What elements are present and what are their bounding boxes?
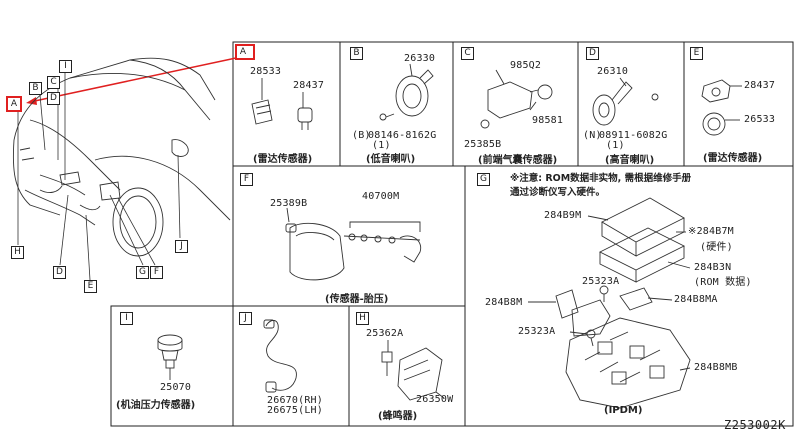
cell-e-drawing (701, 79, 742, 136)
cell-c-id: C (461, 47, 474, 60)
part-26533[interactable]: 26533 (744, 114, 776, 125)
cell-f-caption: (传感器-胎压) (325, 294, 389, 305)
cell-b-drawing (379, 63, 434, 121)
cell-b-qty: (1) (372, 140, 391, 151)
diagram-code: Z253002K (724, 418, 786, 432)
cell-g-frame (464, 165, 794, 427)
part-284B3N[interactable]: 284B3N (694, 262, 732, 273)
cell-d-qty: (1) (606, 140, 625, 151)
part-08911-6082G[interactable]: 08911-6082G (599, 130, 668, 141)
cell-d-drawing (592, 77, 659, 126)
cell-a-drawing (251, 78, 313, 130)
highlight-arrow (29, 57, 237, 103)
part-26350W[interactable]: 26350W (416, 394, 454, 405)
overview-label-g[interactable]: G (136, 266, 149, 279)
cell-i-id: I (120, 312, 133, 325)
overview-label-h[interactable]: H (11, 246, 24, 259)
cell-g-caption: (IPDM) (604, 405, 643, 416)
rom-note-line1: ※注意: ROM数据非实物, 需根据维修手册 (510, 173, 692, 184)
overview-label-a[interactable]: A (6, 96, 22, 112)
bolt-mark-b: (B) (352, 130, 371, 141)
part-284B8MB[interactable]: 284B8MB (694, 362, 738, 373)
cell-e-caption: (雷达传感器) (703, 153, 763, 164)
part-28437-e[interactable]: 28437 (744, 80, 776, 91)
cell-d-id: D (586, 47, 599, 60)
part-25389B[interactable]: 25389B (270, 198, 308, 209)
part-25070[interactable]: 25070 (160, 382, 192, 393)
part-26670-rh[interactable]: 26670(RH) (267, 395, 323, 406)
cell-h-id: H (356, 312, 369, 325)
cell-f-id: F (240, 173, 253, 186)
part-25385B[interactable]: 25385B (464, 139, 502, 150)
cell-g-drawing (528, 197, 691, 409)
overview-label-b[interactable]: B (29, 82, 42, 95)
overview-label-j[interactable]: J (175, 240, 188, 253)
rom-note-line2: 通过诊断仪写入硬件。 (510, 187, 606, 198)
cell-h-frame (348, 305, 466, 427)
part-25323A-top[interactable]: 25323A (582, 276, 620, 287)
part-40700M[interactable]: 40700M (362, 191, 400, 202)
cell-b-caption: (低音喇叭) (366, 154, 416, 165)
overview-label-c[interactable]: C (47, 76, 60, 89)
overview-label-d[interactable]: D (53, 266, 66, 279)
cell-c-drawing (480, 69, 553, 129)
part-26310[interactable]: 26310 (597, 66, 629, 77)
cell-a-caption: (雷达传感器) (253, 154, 313, 165)
part-26675-lh[interactable]: 26675(LH) (267, 405, 323, 416)
cell-a-id: A (239, 47, 247, 57)
cell-h-drawing (381, 340, 445, 401)
part-284B9M[interactable]: 284B9M (544, 210, 582, 221)
cell-g-id: G (477, 173, 490, 186)
cell-j-id: J (239, 312, 252, 325)
cell-i-drawing (157, 334, 183, 380)
vehicle-overview-sketch (12, 57, 231, 257)
part-28533[interactable]: 28533 (250, 66, 282, 77)
bolt-mark-n: (N) (583, 130, 602, 141)
part-284B8M[interactable]: 284B8M (485, 297, 523, 308)
cell-d-caption: (高音喇叭) (605, 155, 655, 166)
cell-h-caption: (蜂鸣器) (378, 411, 418, 422)
overview-label-i-top[interactable]: I (59, 60, 72, 73)
part-25323A-bottom[interactable]: 25323A (518, 326, 556, 337)
part-284B3N-desc: (ROM 数据) (694, 277, 752, 288)
cell-e-id: E (690, 47, 703, 60)
part-08146-8162G[interactable]: 08146-8162G (368, 130, 437, 141)
cell-c-caption: (前端气囊传感器) (478, 155, 558, 166)
part-284B7M-desc: (硬件) (700, 242, 733, 253)
cell-j-drawing (263, 319, 297, 393)
part-98581[interactable]: 98581 (532, 115, 564, 126)
cell-i-caption: (机油压力传感器) (116, 400, 196, 411)
overview-label-e[interactable]: E (84, 280, 97, 293)
overview-label-f[interactable]: F (150, 266, 163, 279)
part-985Q2[interactable]: 985Q2 (510, 60, 542, 71)
part-28437[interactable]: 28437 (293, 80, 325, 91)
cell-b-id: B (350, 47, 363, 60)
overview-label-d-top[interactable]: D (47, 92, 60, 105)
part-284B7M[interactable]: ※284B7M (688, 226, 734, 237)
part-26330[interactable]: 26330 (404, 53, 436, 64)
cell-a-highlight (235, 44, 255, 60)
part-25362A[interactable]: 25362A (366, 328, 404, 339)
cell-f-drawing (285, 207, 422, 281)
part-284B8MA[interactable]: 284B8MA (674, 294, 718, 305)
